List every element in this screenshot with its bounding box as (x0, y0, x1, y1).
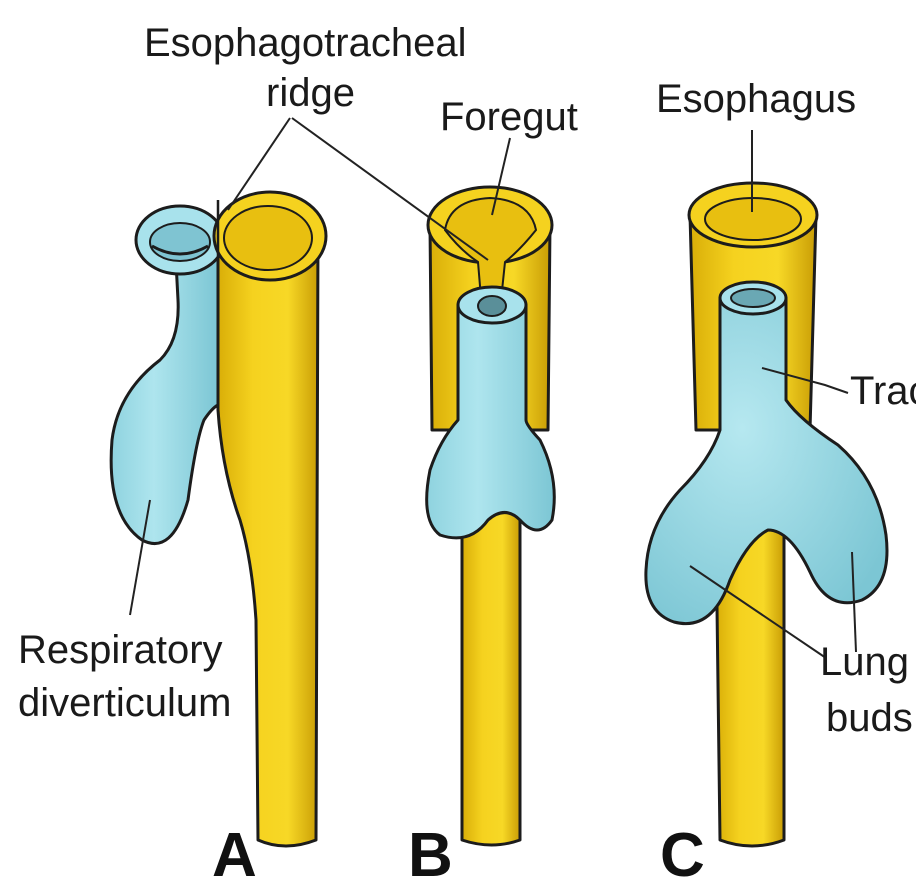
panel-letter-a: A (212, 821, 257, 883)
label-esophagus: Esophagus (656, 77, 856, 121)
label-respiratory-line2: diverticulum (18, 681, 231, 725)
foregut-tube-b-lower (462, 500, 520, 845)
panel-a (111, 192, 326, 846)
label-respiratory-line1: Respiratory (18, 628, 223, 672)
label-esophagotracheal-ridge-line1: Esophagotracheal (144, 21, 466, 65)
respiratory-diverticulum-a (111, 232, 218, 544)
foregut-lumen-a (224, 206, 312, 270)
foregut-tube-a (218, 232, 318, 846)
panel-letter-b: B (408, 821, 453, 883)
label-trachea: Trac (850, 369, 916, 413)
respiratory-lumen-b (478, 296, 506, 316)
label-lung-line2: buds (826, 696, 913, 740)
panel-letter-c: C (660, 821, 705, 883)
trachea-lumen-c (731, 289, 775, 307)
label-foregut: Foregut (440, 95, 578, 139)
label-esophagotracheal-ridge-line2: ridge (266, 71, 355, 115)
panel-c (646, 183, 887, 846)
panel-b (427, 187, 555, 845)
label-lung-line1: Lung (820, 640, 909, 684)
